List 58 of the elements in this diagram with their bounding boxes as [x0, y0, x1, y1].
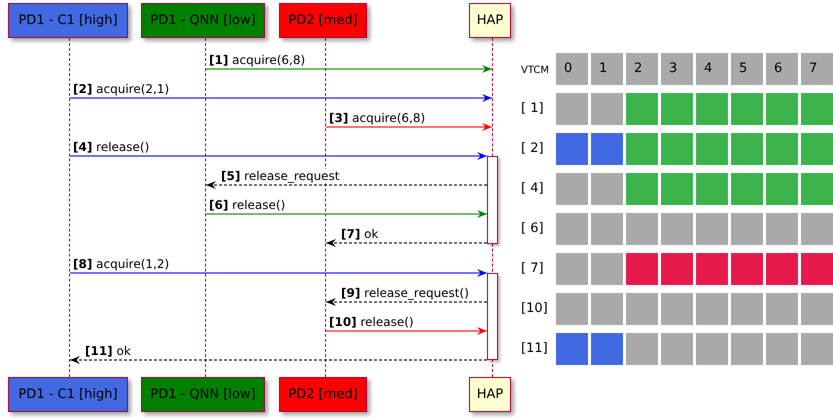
- column-header: 4: [696, 53, 728, 85]
- message-label: [10] release(): [328, 315, 415, 329]
- row-label: [10]: [521, 301, 548, 317]
- message-arrow: [326, 327, 488, 335]
- message-arrow: [206, 65, 492, 73]
- column-header: 0: [556, 53, 588, 85]
- column-header: 5: [731, 53, 763, 85]
- message-label: [5] release_request: [220, 169, 341, 183]
- row-label: [ 1]: [521, 101, 544, 117]
- column-header: 7: [801, 53, 833, 85]
- participant-name: PD2 [med]: [288, 387, 358, 402]
- message-arrow: [326, 298, 488, 306]
- column-header: 6: [766, 53, 798, 85]
- activation-bar: [487, 156, 498, 244]
- message-arrow: [326, 123, 492, 131]
- message-label: [8] acquire(1,2): [72, 257, 170, 271]
- message-label: [1] acquire(6,8): [208, 53, 306, 67]
- lifeline: [205, 38, 207, 377]
- participant-box: [469, 377, 511, 412]
- participant-box: [279, 3, 367, 38]
- message-arrow: [70, 94, 492, 102]
- participant-box: [8, 3, 128, 38]
- participant-name: HAP: [476, 13, 504, 28]
- participant-box: [469, 3, 511, 38]
- column-header: 1: [591, 53, 623, 85]
- participant-box: [8, 377, 128, 412]
- message-arrow: [70, 269, 488, 277]
- message-label: [9] release_request(): [340, 286, 470, 300]
- participant-box: [141, 3, 265, 38]
- lifeline: [69, 38, 71, 377]
- participant-name: PD2 [med]: [288, 13, 358, 28]
- message-arrow: [70, 152, 488, 160]
- row-label: [ 4]: [521, 181, 544, 197]
- activation-bar: [487, 273, 498, 360]
- participant-name: PD1 - C1 [high]: [18, 387, 118, 402]
- message-label: [7] ok: [340, 227, 380, 241]
- row-label: [ 2]: [521, 141, 544, 157]
- grid-title: VTCM: [521, 64, 549, 78]
- participant-name: PD1 - QNN [low]: [150, 387, 256, 402]
- column-header: 3: [661, 53, 693, 85]
- row-label: [11]: [521, 341, 548, 357]
- participant-name: HAP: [476, 387, 504, 402]
- participant-name: PD1 - QNN [low]: [150, 13, 256, 28]
- participant-box: [279, 377, 367, 412]
- participant-name: PD1 - C1 [high]: [18, 13, 118, 28]
- message-arrow: [206, 181, 488, 189]
- column-header: 2: [626, 53, 658, 85]
- message-label: [6] release(): [208, 198, 286, 212]
- message-arrow: [326, 239, 488, 247]
- row-label: [ 6]: [521, 221, 544, 237]
- message-arrow: [206, 210, 488, 218]
- message-label: [11] ok: [84, 344, 132, 358]
- message-arrow: [70, 356, 488, 364]
- message-label: [2] acquire(2,1): [72, 82, 170, 96]
- message-label: [3] acquire(6,8): [328, 111, 426, 125]
- participant-box: [141, 377, 265, 412]
- message-label: [4] release(): [72, 140, 150, 154]
- row-label: [ 7]: [521, 261, 544, 277]
